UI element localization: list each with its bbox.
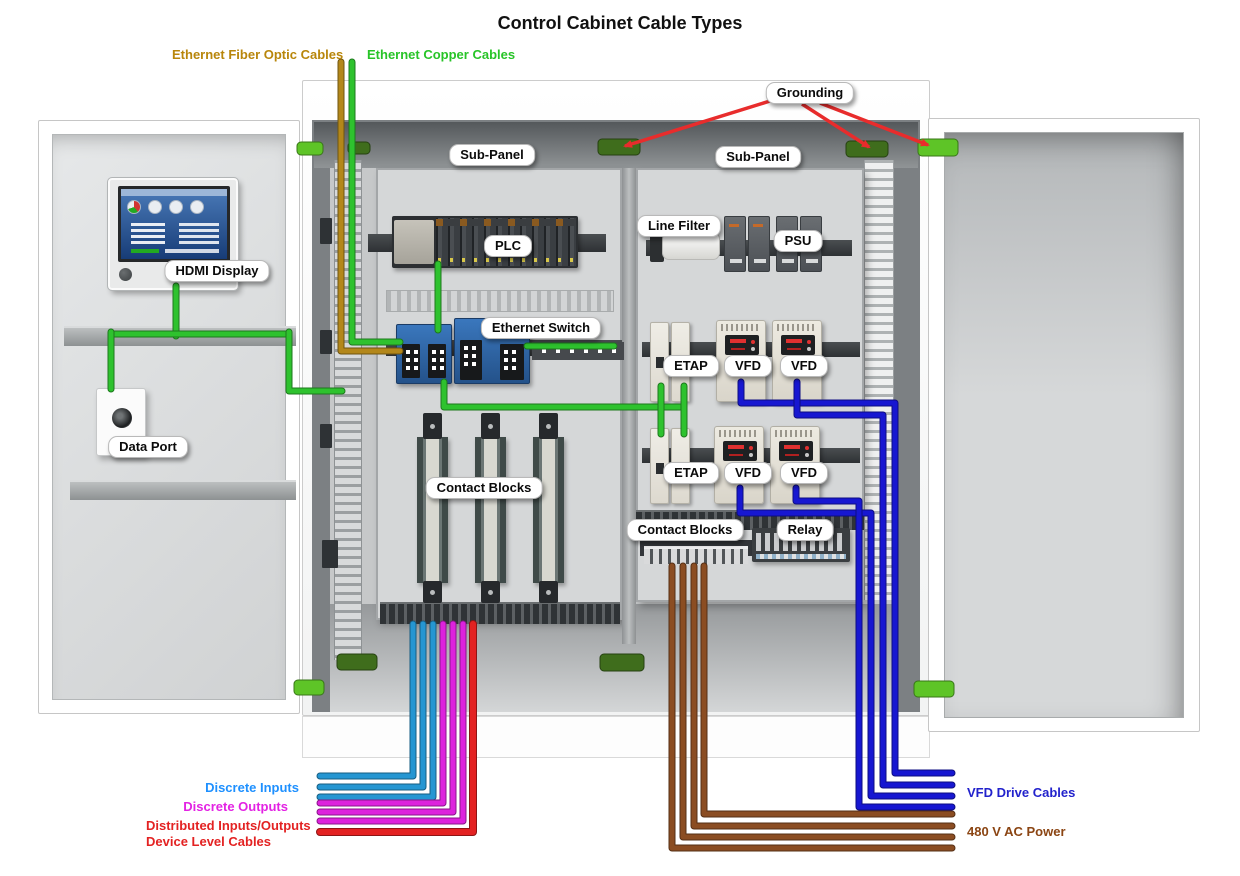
device-level-cables-label: Device Level Cables: [146, 834, 272, 849]
etap-label-lower: ETAP: [663, 462, 719, 484]
strip-bracket: [423, 413, 442, 439]
panel-divider: [622, 168, 636, 644]
vfd-display: [725, 335, 759, 355]
hmi-data-table-right: [179, 223, 219, 247]
psu-label: PSU: [773, 230, 823, 252]
hmi-power-button: [119, 268, 132, 281]
line-filter-bracket: [650, 230, 664, 262]
grounding-label: Grounding: [765, 82, 855, 104]
wire-duct-bottom-left: [380, 602, 620, 624]
strip-bracket: [539, 581, 558, 603]
hmi-footer-strip: [165, 249, 219, 253]
copper-cables-label: Ethernet Copper Cables: [367, 47, 516, 62]
wire-duct-horizontal: [386, 290, 614, 312]
vfd-display: [723, 441, 757, 461]
contact-blocks-label-bottom: Contact Blocks: [626, 519, 744, 541]
contact-block-strip: [417, 437, 448, 583]
hmi-status-bar: [131, 249, 159, 253]
wire-duct-left: [334, 160, 362, 660]
distributed-io-label: Distributed Inputs/Outputs: [146, 818, 311, 833]
plc-module-strip: [436, 219, 576, 226]
switch-port-block: [428, 344, 446, 378]
vfd-label-lower-1: VFD: [724, 462, 772, 484]
etap-label-upper: ETAP: [663, 355, 719, 377]
cabinet-interior-top-band: [314, 122, 918, 168]
strip-bracket: [423, 581, 442, 603]
door-cable-duct-lower: [70, 480, 296, 500]
frame-latch: [320, 218, 332, 244]
discrete-inputs-label: Discrete Inputs: [205, 780, 299, 795]
vfd-label-upper-2: VFD: [780, 355, 828, 377]
data-port-label: Data Port: [108, 436, 188, 458]
gauge-icon: [148, 200, 162, 214]
strip-bracket: [481, 413, 500, 439]
gauge-icon: [127, 200, 141, 214]
sub-panel-label-left: Sub-Panel: [449, 144, 535, 166]
frame-latch: [320, 424, 332, 448]
hmi-screen-header: [121, 189, 227, 196]
vfd-drive-cables-label: VFD Drive Cables: [967, 785, 1076, 800]
door-cable-duct-upper: [64, 326, 296, 346]
psu-module: [748, 216, 770, 272]
vfd-label-lower-2: VFD: [780, 462, 828, 484]
hdmi-display-label: HDMI Display: [164, 260, 270, 282]
switch-port-block: [402, 344, 420, 378]
plc-status-leds: [438, 258, 574, 262]
hmi-screen: [118, 186, 230, 262]
strip-bracket: [481, 581, 500, 603]
discrete-outputs-label: Discrete Outputs: [183, 799, 288, 814]
switch-port-block: [460, 340, 482, 380]
ac-power-label: 480 V AC Power: [967, 824, 1066, 839]
terminal-bar: [532, 342, 624, 360]
relay-label: Relay: [776, 519, 834, 541]
strip-bracket: [539, 413, 558, 439]
vfd-display: [779, 441, 813, 461]
line-filter-label: Line Filter: [636, 215, 722, 237]
ethernet-switch-label: Ethernet Switch: [480, 317, 602, 339]
gauge-icon: [169, 200, 183, 214]
fiber-cables-label: Ethernet Fiber Optic Cables: [172, 47, 344, 62]
plc-label: PLC: [484, 235, 532, 257]
data-port-jack: [112, 408, 132, 428]
hmi-data-table-left: [131, 223, 165, 247]
frame-latch: [322, 540, 338, 568]
contact-block-terminals: [644, 546, 748, 564]
cabinet-plinth: [302, 716, 930, 758]
frame-latch: [320, 330, 332, 354]
contact-block-strip: [533, 437, 564, 583]
contact-blocks-label-left: Contact Blocks: [425, 477, 543, 499]
hmi-gauges: [127, 200, 227, 216]
wire-duct-right: [864, 160, 894, 600]
vfd-label-upper-1: VFD: [724, 355, 772, 377]
right-door-panel: [944, 132, 1184, 718]
diagram-title: Control Cabinet Cable Types: [497, 13, 743, 33]
contact-block-strip: [475, 437, 506, 583]
sub-panel-label-right: Sub-Panel: [715, 146, 801, 168]
psu-module: [724, 216, 746, 272]
gauge-icon: [190, 200, 204, 214]
vfd-display: [781, 335, 815, 355]
plc-cpu-module: [394, 220, 434, 264]
switch-port-block: [500, 344, 524, 380]
